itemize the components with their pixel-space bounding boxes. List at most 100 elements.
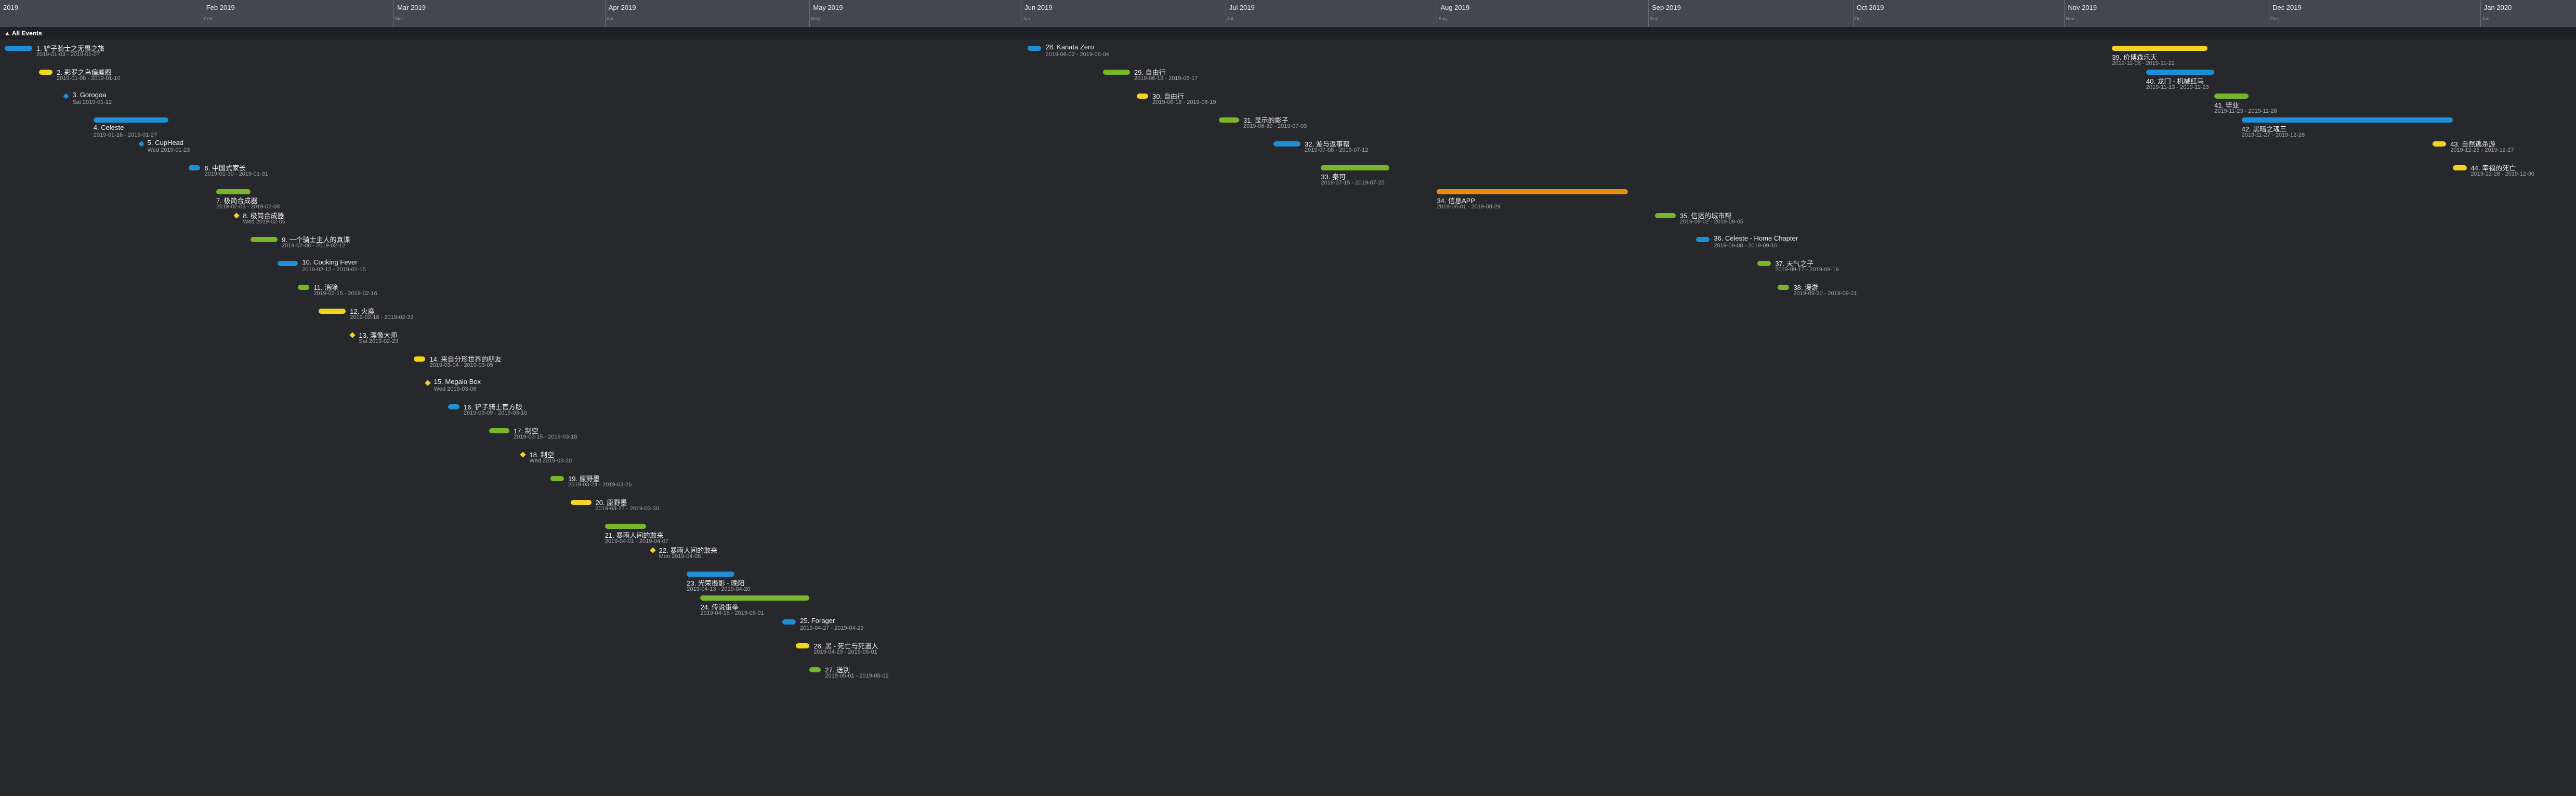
- event-bar[interactable]: [1655, 213, 1676, 218]
- event-bar[interactable]: [687, 572, 735, 577]
- event-title[interactable]: 36. Celeste - Home Chapter: [1714, 234, 1798, 242]
- event-title[interactable]: 1. 铲子骑士之无畏之旅: [36, 45, 105, 52]
- event-bar[interactable]: [189, 165, 201, 170]
- event-bar[interactable]: [1437, 189, 1628, 194]
- event-title[interactable]: 12. 火鹿: [350, 308, 375, 315]
- event-bar[interactable]: [2146, 70, 2215, 75]
- event-title[interactable]: 18. 制空: [529, 451, 555, 459]
- event-bar[interactable]: [2432, 141, 2447, 147]
- event-title[interactable]: 42. 黑暗之魂三: [2241, 125, 2287, 133]
- event-bar[interactable]: [298, 285, 310, 290]
- event-bar[interactable]: [38, 70, 53, 75]
- milestone-marker[interactable]: [349, 332, 356, 338]
- event-bar[interactable]: [250, 237, 278, 242]
- month-abbr: Aug: [1438, 16, 1447, 21]
- month-abbr: Sep: [1650, 16, 1659, 21]
- event-title[interactable]: 10. Cooking Fever: [302, 258, 358, 266]
- event-title[interactable]: 6. 中国式家长: [204, 164, 246, 172]
- event-bar[interactable]: [1778, 285, 1790, 290]
- event-title[interactable]: 3. Gorogoa: [72, 91, 107, 99]
- event-title[interactable]: 26. 黑 - 死亡与死遗人: [813, 642, 878, 650]
- group-label[interactable]: ▲ All Events: [4, 30, 42, 37]
- event-title[interactable]: 4. Celeste: [93, 124, 124, 131]
- milestone-marker[interactable]: [63, 93, 69, 99]
- event-title[interactable]: 34. 信息APP: [1437, 197, 1476, 205]
- event-bar[interactable]: [1218, 117, 1239, 123]
- event-bar[interactable]: [414, 356, 426, 362]
- event-bar[interactable]: [278, 261, 298, 266]
- event-date: Wed 2019-02-06: [243, 219, 286, 225]
- event-title[interactable]: 39. 价博森乐天: [2112, 54, 2157, 61]
- event-bar[interactable]: [1696, 237, 1710, 242]
- event-title[interactable]: 31. 显示的影子: [1243, 116, 1289, 124]
- event-bar[interactable]: [1137, 94, 1149, 99]
- event-bar[interactable]: [1757, 261, 1771, 266]
- event-date: 2019-03-15 - 2019-03-18: [514, 434, 577, 440]
- event-title[interactable]: 25. Forager: [800, 617, 835, 625]
- event-bar[interactable]: [1028, 46, 1042, 51]
- event-title[interactable]: 40. 龙门 - 机械红马: [2146, 77, 2204, 85]
- event-title[interactable]: 24. 传说蛋拳: [700, 603, 739, 611]
- event-bar[interactable]: [2453, 165, 2467, 170]
- event-title[interactable]: 5. CupHead: [147, 139, 184, 147]
- month-abbr: May: [811, 16, 820, 21]
- event-title[interactable]: 29. 自由行: [1134, 69, 1166, 76]
- event-title[interactable]: 35. 信运的城市帮: [1679, 212, 1732, 220]
- event-bar[interactable]: [1273, 141, 1301, 147]
- event-bar[interactable]: [318, 309, 346, 314]
- event-title[interactable]: 16. 铲子骑士官方版: [464, 403, 522, 411]
- event-title[interactable]: 14. 来自分形世界的朋友: [429, 355, 502, 363]
- event-bar[interactable]: [782, 619, 796, 625]
- event-title[interactable]: 27. 送别: [825, 666, 850, 674]
- event-title[interactable]: 41. 毕业: [2214, 101, 2239, 109]
- collapse-arrow-icon[interactable]: ▲: [4, 30, 10, 37]
- milestone-marker[interactable]: [520, 452, 527, 458]
- event-bar[interactable]: [2241, 117, 2453, 123]
- event-title[interactable]: 22. 暴雨人间的敢来: [659, 547, 718, 554]
- event-title[interactable]: 33. 秦可: [1321, 173, 1346, 181]
- event-title[interactable]: 13. 漂像大师: [359, 331, 398, 339]
- event-bar[interactable]: [796, 643, 810, 648]
- event-title[interactable]: 21. 暴雨人间的敢来: [604, 532, 664, 539]
- event-bar[interactable]: [2214, 94, 2249, 99]
- event-date: 2019-02-08 - 2019-02-12: [282, 243, 346, 249]
- event-bar[interactable]: [550, 476, 564, 481]
- event-title[interactable]: 20. 原野墨: [595, 499, 627, 507]
- event-title[interactable]: 30. 自由行: [1152, 92, 1184, 100]
- group-header[interactable]: ▲ All Events: [0, 27, 2576, 39]
- event-title[interactable]: 9. 一个骑士主人的真谍: [282, 236, 350, 244]
- event-title[interactable]: 37. 天气之子: [1775, 260, 1813, 268]
- event-bar[interactable]: [5, 46, 32, 51]
- event-title[interactable]: 28. Kanata Zero: [1045, 43, 1094, 51]
- event-title[interactable]: 8. 极简合成器: [243, 212, 284, 220]
- event-title[interactable]: 15. Megalo Box: [433, 378, 481, 386]
- event-title[interactable]: 32. 漩与返事帮: [1305, 140, 1350, 148]
- event-date: 2019-08-01 - 2019-08-29: [1437, 204, 1501, 210]
- event-title[interactable]: 38. 漫游: [1793, 284, 1819, 291]
- event-bar[interactable]: [700, 595, 810, 601]
- event-bar[interactable]: [489, 428, 510, 433]
- event-title[interactable]: 43. 自然逃杀游: [2450, 140, 2495, 148]
- event-title[interactable]: 7. 极简合成器: [216, 197, 258, 205]
- event-title[interactable]: 17. 制空: [514, 427, 538, 435]
- event-title[interactable]: 19. 原野墨: [568, 475, 600, 483]
- event-bar[interactable]: [809, 667, 821, 672]
- event-title[interactable]: 44. 幸福的死亡: [2470, 164, 2516, 172]
- event-bar[interactable]: [216, 189, 251, 194]
- event-title[interactable]: 11. 消除: [313, 284, 338, 291]
- event-bar[interactable]: [448, 404, 460, 409]
- milestone-marker[interactable]: [425, 380, 431, 386]
- event-bar[interactable]: [1102, 70, 1131, 75]
- milestone-marker[interactable]: [233, 213, 240, 219]
- event-bar[interactable]: [93, 117, 169, 123]
- event-bar[interactable]: [571, 500, 592, 505]
- milestone-marker[interactable]: [649, 547, 656, 553]
- event-title[interactable]: 2. 彩罗之鸟偏差图: [57, 69, 112, 76]
- event-date: 2019-01-03 - 2019-01-07: [36, 51, 100, 58]
- milestone-marker[interactable]: [138, 141, 144, 147]
- event-bar[interactable]: [1321, 165, 1389, 170]
- event-title[interactable]: 23. 光荣摄影 - 晚阳: [687, 579, 745, 587]
- event-bar[interactable]: [604, 524, 646, 529]
- event-bar[interactable]: [2112, 46, 2207, 51]
